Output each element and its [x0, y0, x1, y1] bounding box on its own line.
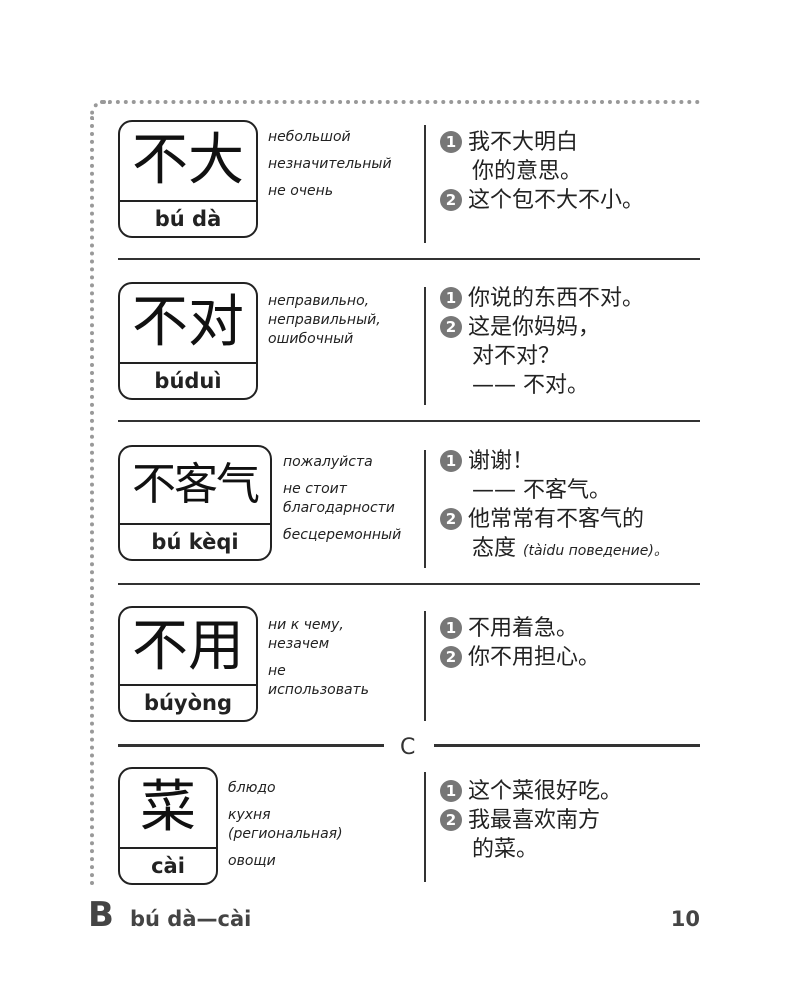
- example-number-badge: 1: [440, 450, 462, 472]
- column-divider: [424, 772, 426, 882]
- example-text: 你不用担心。: [468, 645, 601, 670]
- meaning: ошибочный: [268, 331, 354, 347]
- example-text: 这个菜很好吃。: [468, 779, 623, 804]
- headword-hanzi: 不用: [132, 614, 244, 679]
- meaning: незначительный: [268, 156, 392, 172]
- example-number-badge: 2: [440, 809, 462, 831]
- meaning: не стоит благодарности: [283, 481, 395, 516]
- examples: 1 不用着急。 2 你不用担心。: [440, 614, 600, 672]
- meanings: неправильно, неправильный, ошибочный: [268, 292, 381, 349]
- entry-cai: 菜 cài блюдо кухня (региональная) овощи 1…: [118, 767, 700, 889]
- meaning: небольшой: [268, 129, 351, 145]
- entry-divider: [118, 583, 700, 585]
- example-text: 这个包不大不小。: [468, 188, 645, 213]
- column-divider: [424, 287, 426, 405]
- example-number-badge: 1: [440, 287, 462, 309]
- meaning: овощи: [228, 853, 276, 869]
- dotted-border-top: [100, 100, 700, 104]
- headword-hanzi: 菜: [140, 775, 196, 840]
- column-divider: [424, 611, 426, 721]
- example-text: 你的意思。: [472, 159, 583, 184]
- example-number-badge: 2: [440, 646, 462, 668]
- entry-bu-da: 不大 bú dà небольшой незначительный не оче…: [118, 120, 700, 243]
- headword-pinyin: búduì: [120, 362, 256, 398]
- headword-card: 不客气 bú kèqi: [118, 445, 272, 561]
- examples: 1 这个菜很好吃。 2 我最喜欢南方 的菜。: [440, 777, 622, 864]
- example-note: (tàidu поведение)。: [523, 543, 668, 559]
- column-divider: [424, 125, 426, 243]
- entry-divider: [118, 258, 700, 260]
- entry-bu-keqi: 不客气 bú kèqi пожалуйста не стоит благодар…: [118, 445, 700, 568]
- example-text: 对不对？: [472, 344, 561, 369]
- headword-hanzi: 不对: [132, 290, 244, 355]
- meaning: бесцеремонный: [283, 527, 402, 543]
- headword-hanzi: 不大: [132, 128, 244, 193]
- meanings: блюдо кухня (региональная) овощи: [228, 779, 363, 879]
- dotted-border-left: [90, 116, 94, 886]
- meaning: блюдо: [228, 780, 276, 796]
- example-number-badge: 1: [440, 617, 462, 639]
- headword-card: 菜 cài: [118, 767, 218, 885]
- examples: 1 我不大明白 你的意思。 2 这个包不大不小。: [440, 128, 644, 215]
- headword-pinyin: bú kèqi: [120, 523, 270, 559]
- meaning: не использовать: [268, 663, 369, 698]
- example-number-badge: 2: [440, 316, 462, 338]
- example-text: 这是你妈妈，: [468, 315, 601, 340]
- examples: 1 你说的东西不对。 2 这是你妈妈， 对不对？ —— 不对。: [440, 284, 644, 400]
- meaning: ни к чему, незачем: [268, 617, 344, 652]
- example-text: 你说的东西不对。: [468, 286, 645, 311]
- example-text: 态度: [472, 536, 517, 561]
- headword-pinyin: bú dà: [120, 200, 256, 236]
- meaning: неправильный,: [268, 312, 381, 328]
- example-number-badge: 2: [440, 508, 462, 530]
- column-divider: [424, 450, 426, 568]
- headword-card: 不大 bú dà: [118, 120, 258, 238]
- meanings: пожалуйста не стоит благодарности бесцер…: [283, 453, 418, 553]
- section-letter: C: [400, 735, 416, 760]
- meaning: пожалуйста: [283, 454, 373, 470]
- footer-entry-range: bú dà—cài: [130, 907, 252, 931]
- headword-pinyin: cài: [120, 847, 216, 883]
- example-text: 我最喜欢南方: [468, 808, 601, 833]
- footer-section-letter: B: [88, 895, 114, 935]
- headword-card: 不用 búyòng: [118, 606, 258, 722]
- meanings: небольшой незначительный не очень: [268, 128, 392, 209]
- headword-hanzi: 不客气: [132, 459, 260, 510]
- example-text: 的菜。: [472, 837, 539, 862]
- example-text: 我不大明白: [468, 130, 579, 155]
- meaning: кухня (региональная): [228, 807, 343, 842]
- example-number-badge: 1: [440, 780, 462, 802]
- page-number: 10: [670, 907, 700, 931]
- example-text: 他常常有不客气的: [468, 507, 645, 532]
- entry-divider: [118, 420, 700, 422]
- headword-card: 不对 búduì: [118, 282, 258, 400]
- example-number-badge: 2: [440, 189, 462, 211]
- example-text: —— 不对。: [472, 373, 589, 398]
- entry-buyong: 不用 búyòng ни к чему, незачем не использо…: [118, 606, 700, 728]
- meaning: неправильно,: [268, 293, 370, 309]
- entry-bu-dui: 不对 búduì неправильно, неправильный, ошиб…: [118, 282, 700, 405]
- meaning: не очень: [268, 183, 334, 199]
- headword-pinyin: búyòng: [120, 684, 256, 720]
- examples: 1 谢谢！ —— 不客气。 2 他常常有不客气的 态度 (tàidu поведен…: [440, 447, 668, 566]
- example-number-badge: 1: [440, 131, 462, 153]
- example-text: 谢谢！: [468, 449, 535, 474]
- section-rule-right: [434, 744, 700, 747]
- section-rule-left: [118, 744, 384, 747]
- example-text: 不用着急。: [468, 616, 579, 641]
- meanings: ни к чему, незачем не использовать: [268, 616, 369, 708]
- example-text: —— 不客气。: [472, 478, 611, 503]
